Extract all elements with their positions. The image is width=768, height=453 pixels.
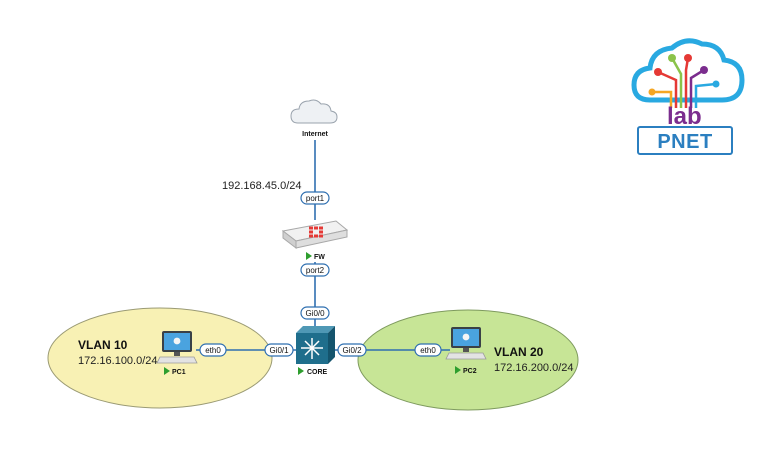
port-core-gi01[interactable]: Gi0/1 xyxy=(264,343,294,357)
pc2-icon xyxy=(445,327,487,360)
core-label: CORE xyxy=(307,369,328,376)
logo-cloud-icon xyxy=(631,38,745,103)
vlan20-subnet: 172.16.200.0/24 xyxy=(494,362,574,374)
vlan10-title: VLAN 10 xyxy=(78,338,128,352)
internet-node[interactable]: Internet xyxy=(290,99,338,138)
core-node[interactable]: CORE xyxy=(296,326,335,376)
port-core-gi00[interactable]: Gi0/0 xyxy=(300,306,330,320)
port-core-gi02[interactable]: Gi0/2 xyxy=(337,343,367,357)
pc1-node[interactable]: PC1 xyxy=(156,331,198,376)
fw-node[interactable]: FW xyxy=(281,220,349,261)
port-pc1-eth0[interactable]: eth0 xyxy=(199,343,227,357)
pc1-running-icon xyxy=(164,367,170,375)
logo-pnet-text: PNET xyxy=(657,131,712,153)
pc2-node[interactable]: PC2 xyxy=(445,327,487,375)
pnetlab-logo: lab PNET xyxy=(631,38,745,155)
logo-lab-text: lab xyxy=(667,103,702,130)
port-core-gi00-label: Gi0/0 xyxy=(305,309,325,318)
port-pc1-eth0-label: eth0 xyxy=(205,346,221,355)
internet-label: Internet xyxy=(302,131,328,138)
port-core-gi01-label: Gi0/1 xyxy=(269,346,289,355)
core-switch-icon xyxy=(296,326,335,364)
firewall-icon xyxy=(281,220,349,250)
port-fw-port2-label: port2 xyxy=(306,266,325,275)
port-fw-port1-label: port1 xyxy=(306,194,325,203)
port-fw-port1[interactable]: port1 xyxy=(300,191,330,205)
port-fw-port2[interactable]: port2 xyxy=(300,263,330,277)
vlan20-zone xyxy=(357,309,579,411)
vlan10-subnet: 172.16.100.0/24 xyxy=(78,355,158,367)
port-core-gi02-label: Gi0/2 xyxy=(342,346,362,355)
core-running-icon xyxy=(298,367,304,375)
pc1-label: PC1 xyxy=(172,369,186,376)
port-pc2-eth0[interactable]: eth0 xyxy=(414,343,442,357)
pc1-icon xyxy=(156,331,198,364)
fw-running-icon xyxy=(306,252,312,260)
logo-circuit-icon xyxy=(652,57,717,108)
pc2-label: PC2 xyxy=(463,368,477,375)
network-label: 192.168.45.0/24 xyxy=(222,180,302,192)
port-pc2-eth0-label: eth0 xyxy=(420,346,436,355)
fw-label: FW xyxy=(314,254,325,261)
pc2-running-icon xyxy=(455,366,461,374)
cloud-icon xyxy=(290,99,338,124)
vlan20-title: VLAN 20 xyxy=(494,345,544,359)
